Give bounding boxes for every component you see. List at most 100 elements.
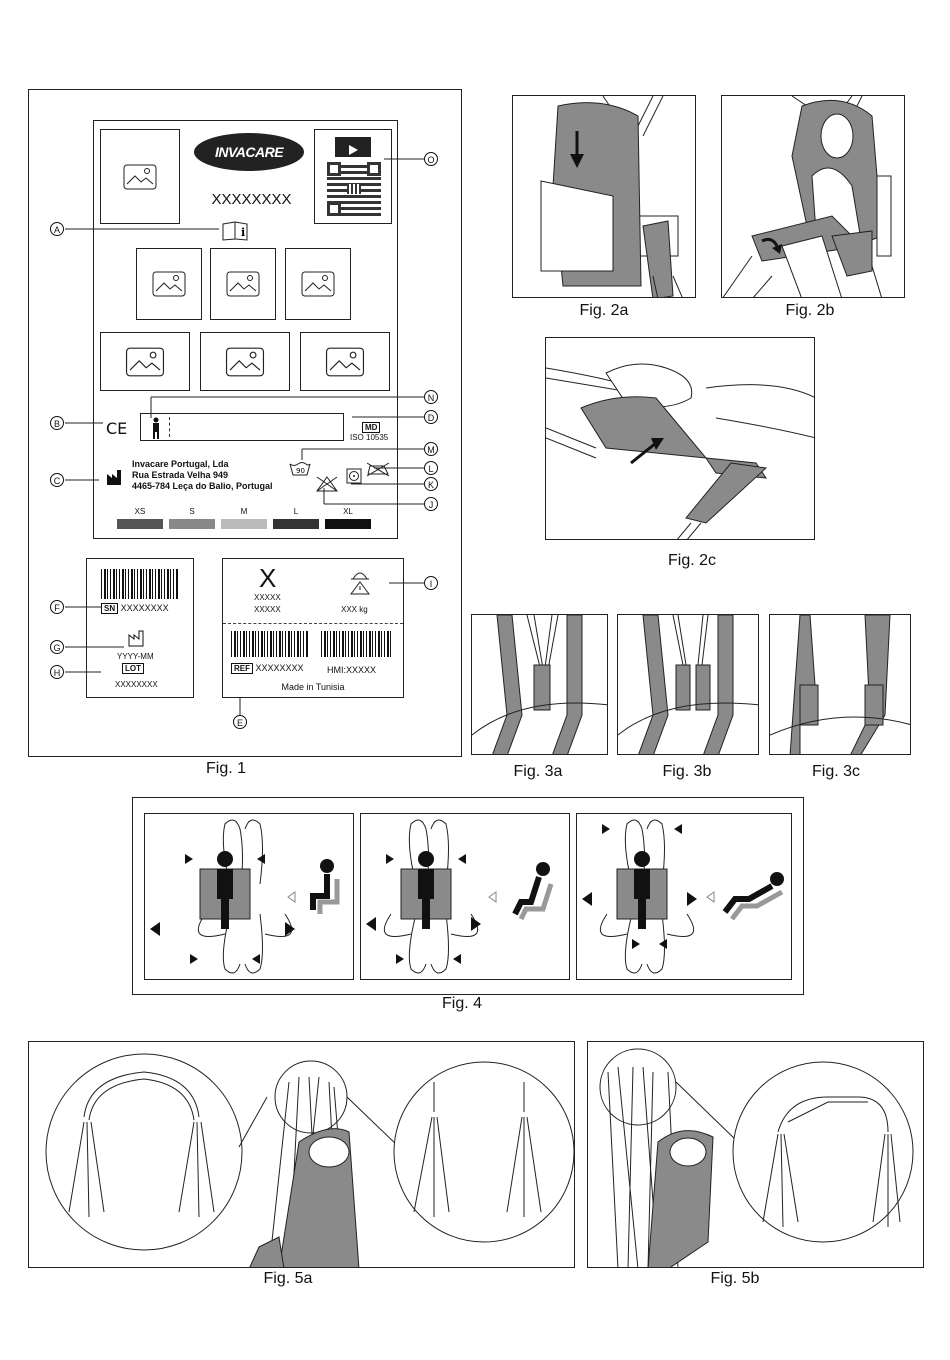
x-line-1: XXXXX — [254, 593, 281, 602]
strap-parallel-illustration — [618, 615, 758, 754]
manufacturer-icon — [107, 470, 121, 485]
image-icon — [325, 347, 365, 376]
md-mark: MD — [362, 417, 381, 435]
manual-info-icon: i — [222, 221, 248, 241]
ref-value: XXXXXXXX — [255, 663, 304, 673]
ce-mark: CE — [106, 419, 128, 438]
image-placeholder — [136, 248, 202, 320]
image-icon — [301, 271, 335, 297]
callout-a: A — [50, 222, 64, 236]
callout-c: C — [50, 473, 64, 487]
caption-fig2c: Fig. 2c — [667, 552, 716, 569]
manufacturer-line-3: 4465-784 Leça do Balio, Portugal — [132, 481, 273, 491]
strap-outside-illustration — [770, 615, 910, 754]
invacare-logo: INVACARE — [194, 133, 304, 171]
image-icon — [226, 271, 260, 297]
reclined-position-illustration — [366, 819, 554, 974]
barcode — [231, 631, 309, 657]
sling-legs-illustration — [722, 96, 892, 297]
big-x: X — [259, 563, 277, 593]
upright-position-illustration — [150, 819, 340, 974]
lot-symbol: LOT — [122, 663, 144, 674]
fig3b-frame — [617, 614, 759, 755]
no-iron-icon — [366, 462, 390, 477]
image-placeholder — [210, 248, 276, 320]
callout-d: D — [424, 410, 438, 424]
strap-crossing-illustration — [472, 615, 607, 754]
size-label-s: S — [189, 507, 195, 516]
size-swatch-s — [169, 519, 215, 529]
image-icon — [125, 347, 165, 376]
sling-attachment-front-illustration — [45, 1053, 574, 1267]
callout-o: O — [424, 152, 438, 166]
person-icon — [153, 417, 159, 439]
sling-back-illustration — [540, 96, 683, 297]
callout-e: E — [233, 715, 247, 729]
fig2b-frame — [721, 95, 905, 298]
manufacture-date: YYYY-MM — [117, 652, 154, 661]
barcode — [321, 631, 391, 657]
product-code: XXXXXXXX — [211, 191, 292, 208]
image-placeholder — [200, 332, 290, 391]
fig4-panel-upright — [144, 813, 354, 980]
caption-fig3c: Fig. 3c — [811, 763, 860, 780]
sling-attachment-side-illustration — [599, 1048, 914, 1267]
size-swatch-m — [221, 519, 267, 529]
caption-fig5a: Fig. 5a — [263, 1270, 313, 1287]
size-swatch-l — [273, 519, 319, 529]
callout-f: F — [50, 600, 64, 614]
patient-weight-field — [140, 413, 344, 441]
callout-k: K — [424, 477, 438, 491]
fig4-panel-lying — [576, 813, 792, 980]
image-placeholder — [285, 248, 351, 320]
size-label-l: L — [293, 507, 299, 516]
qr-code — [327, 162, 381, 216]
sn-symbol: SN — [101, 603, 119, 614]
brand-text: INVACARE — [214, 144, 284, 160]
caption-fig3b: Fig. 3b — [662, 763, 712, 780]
callout-b: B — [50, 416, 64, 430]
fig5b-frame — [587, 1041, 924, 1268]
ref-row: REF XXXXXXXX — [231, 663, 304, 674]
callout-j: J — [424, 497, 438, 511]
sn-row: SN XXXXXXXX — [101, 603, 169, 614]
caption-fig5b: Fig. 5b — [710, 1270, 760, 1287]
svg-text:i: i — [241, 226, 245, 239]
fig2a-frame — [512, 95, 696, 298]
sling-underside-illustration — [546, 363, 814, 539]
callout-g: G — [50, 640, 64, 654]
main-label: INVACARE XXXXXXXX i CE MD ISO — [93, 120, 398, 539]
caption-fig3a: Fig. 3a — [513, 763, 563, 780]
image-icon — [152, 271, 186, 297]
max-weight: XXX kg — [341, 605, 368, 614]
product-tag: X XXXXX XXXXX XXX kg REF XXXXXXXX HMI:XX… — [222, 558, 404, 698]
x-line-2: XXXXX — [254, 605, 281, 614]
manufacture-date-icon — [128, 630, 144, 647]
svg-text:90: 90 — [296, 467, 305, 475]
fig4-frame — [132, 797, 804, 995]
fig2c-frame — [545, 337, 815, 540]
fig3c-frame — [769, 614, 911, 755]
size-label-m: M — [240, 507, 248, 516]
callout-l: L — [424, 461, 438, 475]
max-load-warning-icon — [350, 572, 370, 595]
size-swatch-xs — [117, 519, 163, 529]
video-icon — [335, 137, 371, 157]
iso-standard: ISO 10535 — [350, 433, 389, 442]
manufacturer-line-2: Rua Estrada Velha 949 — [132, 470, 229, 480]
image-icon — [123, 164, 157, 189]
manufacturer-line-1: Invacare Portugal, Lda — [132, 459, 229, 469]
fig1-frame: INVACARE XXXXXXXX i CE MD ISO — [28, 89, 462, 757]
made-in: Made in Tunisia — [281, 682, 345, 692]
caption-fig2a: Fig. 2a — [579, 302, 629, 319]
fig4-panel-reclined — [360, 813, 570, 980]
callout-m: M — [424, 442, 438, 456]
tumble-dry-icon — [346, 468, 362, 484]
size-label-xl: XL — [343, 507, 353, 516]
caption-fig4: Fig. 4 — [441, 995, 482, 1012]
caption-fig1: Fig. 1 — [205, 760, 246, 777]
no-bleach-icon — [316, 476, 338, 492]
caption-fig2b: Fig. 2b — [785, 302, 835, 319]
barcode — [101, 569, 179, 599]
lot-value: XXXXXXXX — [115, 680, 158, 689]
